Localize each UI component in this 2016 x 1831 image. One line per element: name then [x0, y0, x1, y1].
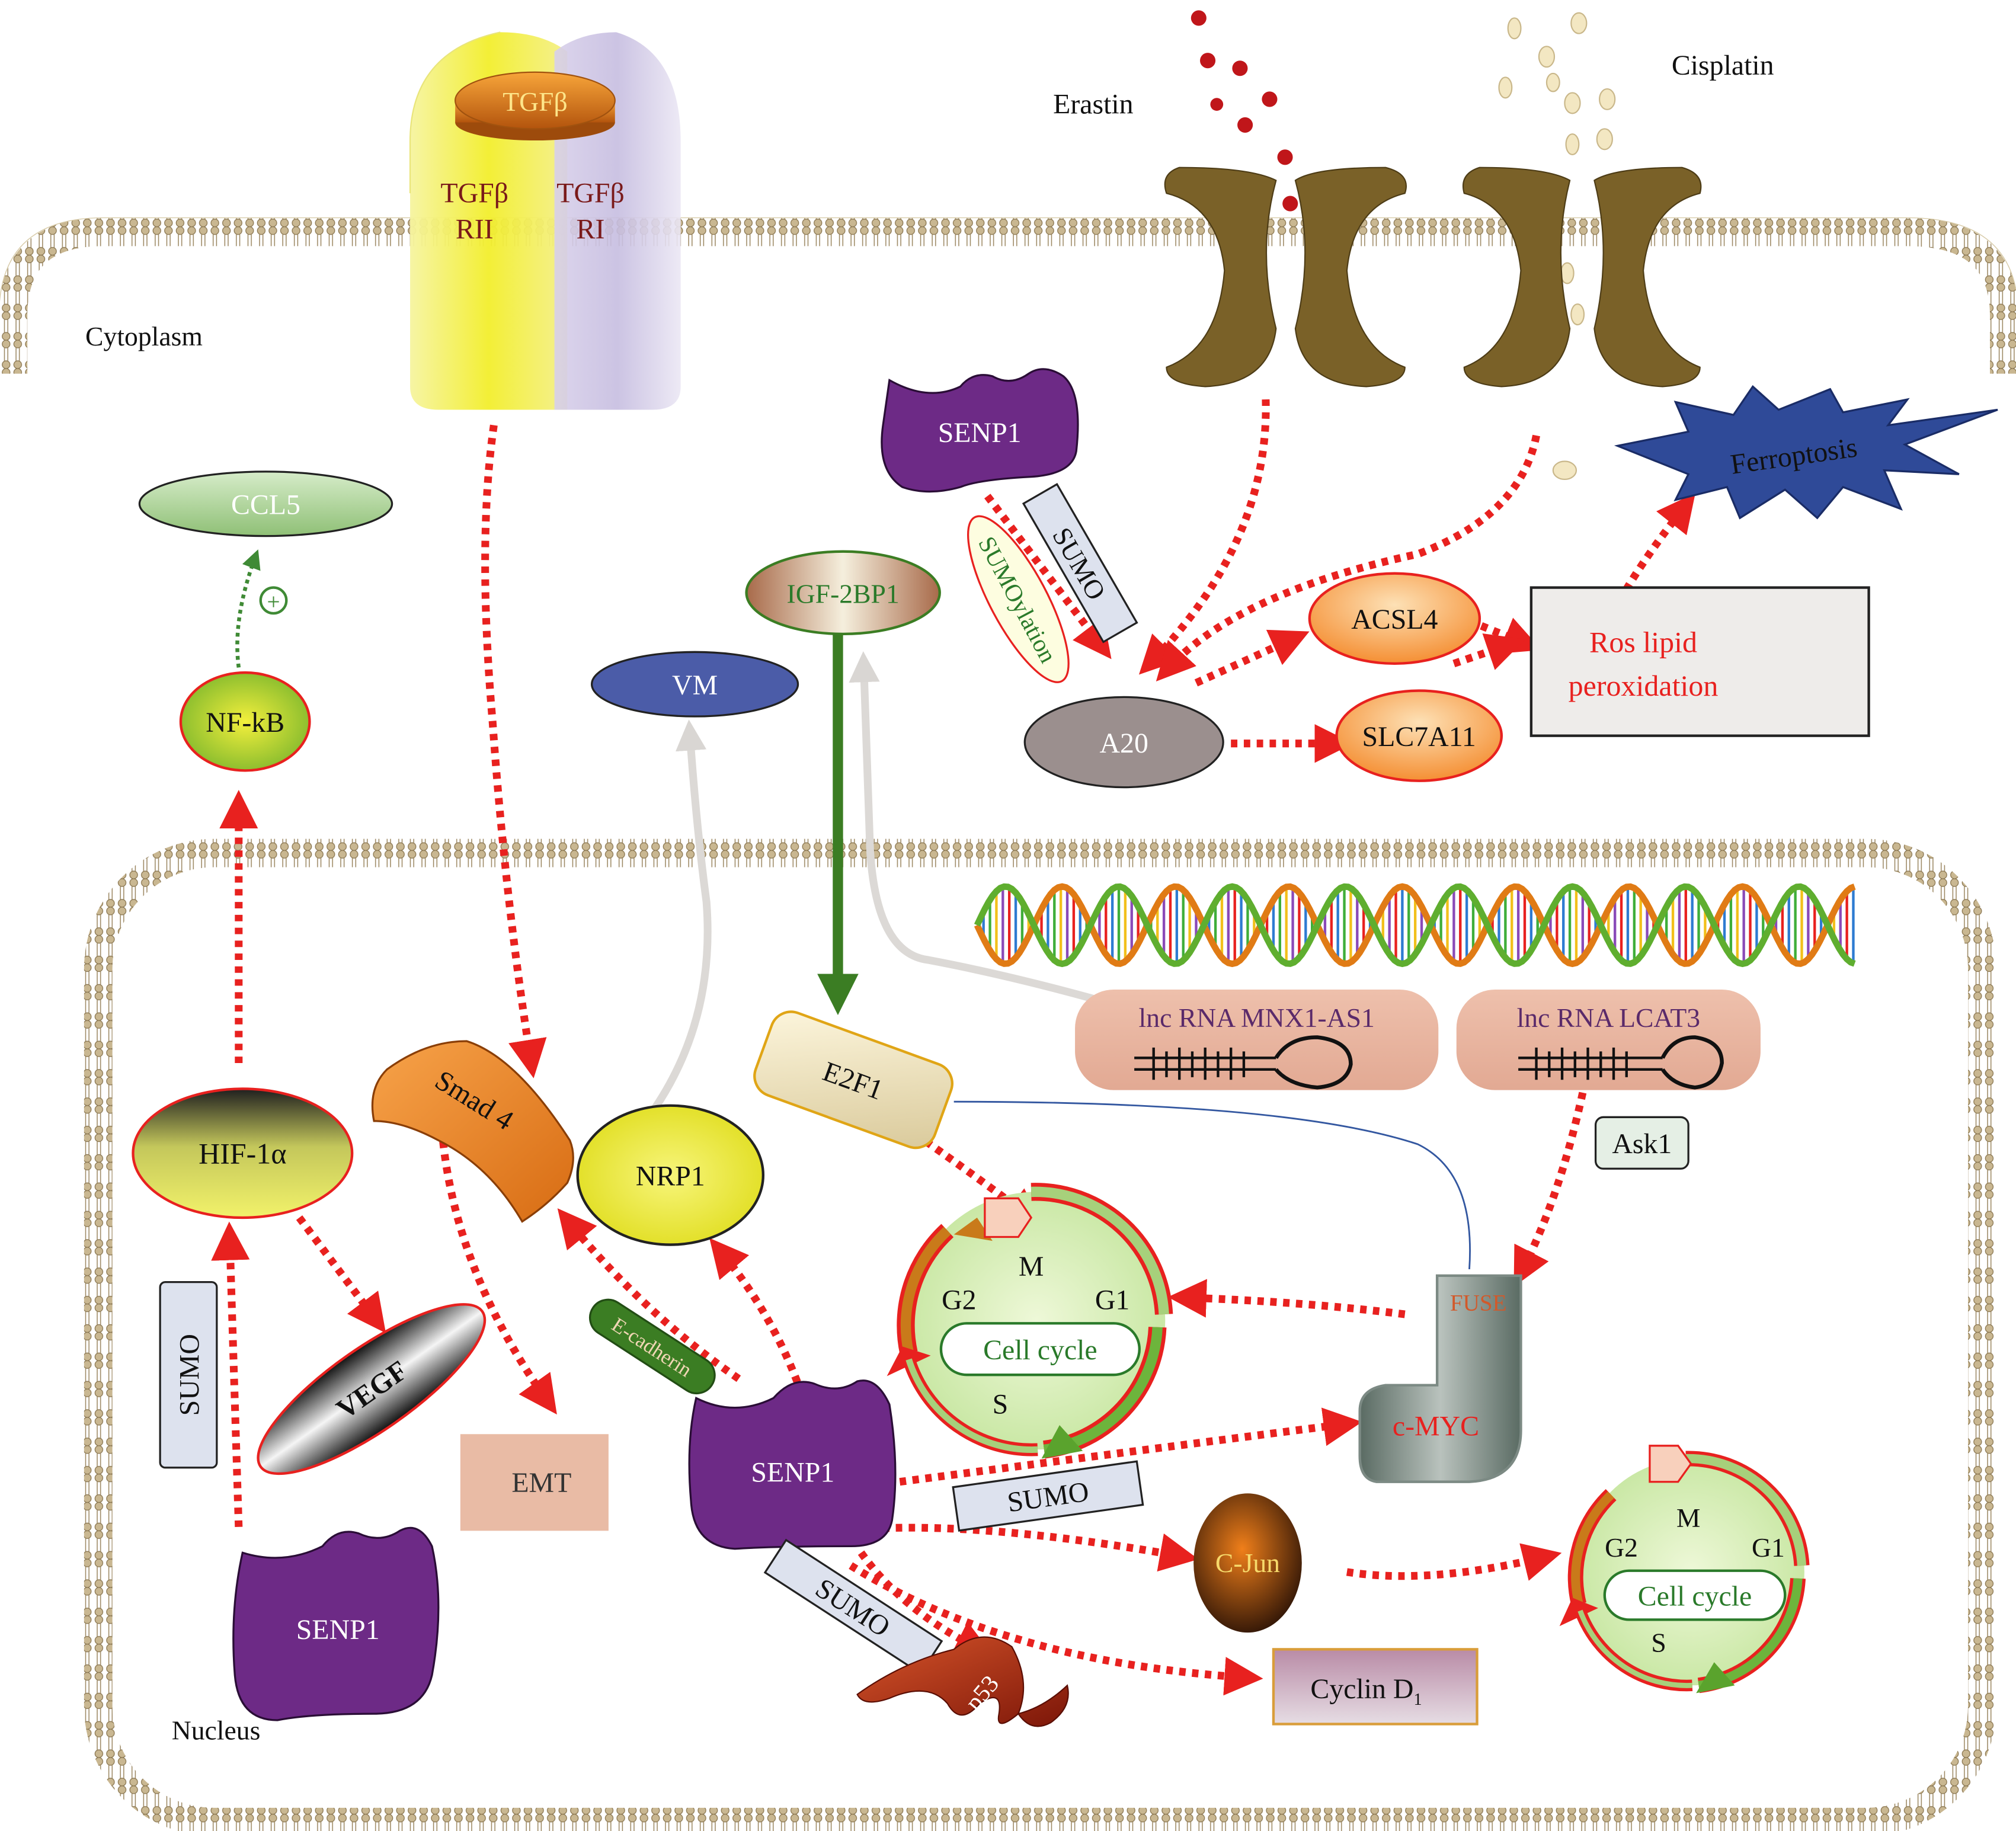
- cc1-g1-label: G1: [1095, 1284, 1129, 1315]
- cc2-m-label: M: [1676, 1503, 1701, 1533]
- hif1a-label: HIF-1α: [199, 1137, 286, 1170]
- hif1a-node: HIF-1α: [132, 1087, 354, 1219]
- erastin-dots: [1191, 10, 1298, 212]
- fuse-label: FUSE: [1450, 1290, 1507, 1315]
- senp1-top: SENP1: [881, 368, 1079, 493]
- cc2-label: Cell cycle: [1638, 1580, 1752, 1612]
- emt-label: EMT: [511, 1467, 571, 1499]
- cell-membrane-outline-outer: [0, 217, 2016, 303]
- senp1-center: SENP1: [688, 1379, 897, 1550]
- ask1-box: Ask1: [1594, 1116, 1689, 1170]
- cell-cycle-1: M G2 G1 Cell cycle S: [887, 1183, 1173, 1459]
- emt-box: EMT: [460, 1434, 609, 1531]
- cc1-s-label: S: [993, 1388, 1009, 1420]
- acsl4-node: ACSL4: [1308, 572, 1481, 665]
- nfkb-node: NF-kB: [179, 671, 311, 772]
- red-arrows: [211, 399, 1695, 1696]
- ros-label-1: Ros lipid: [1589, 625, 1697, 658]
- tgfbri-label-2: RI: [577, 213, 605, 245]
- a20-label: A20: [1100, 728, 1148, 759]
- lnc-mnx1-as1: lnc RNA MNX1-AS1: [1075, 990, 1439, 1090]
- nrp1-node: NRP1: [576, 1104, 765, 1246]
- sumoylation-tag: SUMOylation: [967, 515, 1070, 683]
- igf2bp1-node: IGF-2BP1: [745, 550, 941, 636]
- tgfbrii-label-1: TGFβ: [440, 177, 508, 209]
- cc1-m-label: M: [1019, 1251, 1044, 1282]
- ros-box: Ros lipid peroxidation: [1529, 586, 1870, 737]
- nucleus-label: Nucleus: [172, 1715, 261, 1746]
- vm-node: VM: [590, 651, 799, 718]
- fuse-cmyc-node: FUSE c-MYC: [1358, 1274, 1522, 1483]
- ccl5-node: CCL5: [138, 470, 393, 537]
- cell-membrane: [0, 217, 2016, 374]
- cyclin-main-text: Cyclin D: [1310, 1673, 1413, 1705]
- dna-strand-2: [974, 883, 1856, 968]
- acsl4-label: ACSL4: [1351, 604, 1438, 635]
- cc2-g2-label: G2: [1605, 1532, 1638, 1563]
- sumo-left-tag: SUMO: [159, 1281, 218, 1469]
- ecadherin-tag: E-cadherin: [588, 1298, 716, 1395]
- tgfb-ligand-label: TGFβ: [503, 87, 567, 117]
- lnc2-label: lnc RNA LCAT3: [1517, 1003, 1700, 1033]
- cc1-g2-label: G2: [942, 1284, 976, 1315]
- vm-label: VM: [672, 670, 718, 701]
- cyclin-label: Cyclin D1: [1310, 1673, 1422, 1709]
- erastin-label: Erastin: [1053, 88, 1134, 120]
- a20-node: A20: [1023, 696, 1224, 789]
- cc2-g1-label: G1: [1752, 1532, 1785, 1563]
- cyclin-subscript: 1: [1413, 1691, 1422, 1709]
- gray-arrows: [651, 651, 1161, 1110]
- nuclear-membrane: [84, 838, 1996, 1831]
- slc7a11-label: SLC7A11: [1362, 721, 1476, 753]
- cjun-node: C-Jun: [1193, 1493, 1302, 1633]
- e2f1-fuse-line: [953, 1100, 1471, 1270]
- slc7a11-node: SLC7A11: [1335, 689, 1503, 782]
- cytoplasm-label: Cytoplasm: [85, 321, 203, 351]
- tgfbrii-label-2: RII: [456, 213, 494, 245]
- cc2-s-label: S: [1651, 1628, 1666, 1658]
- cisplatin-label: Cisplatin: [1672, 50, 1774, 81]
- nrp1-label: NRP1: [636, 1161, 705, 1192]
- sumo-p53-tag: SUMO: [763, 1538, 943, 1675]
- ros-label-2: peroxidation: [1569, 669, 1719, 702]
- ferroptosis-burst: Ferroptosis: [1614, 385, 1998, 520]
- sumo-center-tag: SUMO: [952, 1460, 1144, 1532]
- plus-sign: +: [259, 586, 288, 615]
- lnc-lcat3: lnc RNA LCAT3: [1456, 990, 1761, 1090]
- senp1-top-label: SENP1: [938, 417, 1022, 449]
- e2f1-node: E2F1: [753, 1010, 953, 1150]
- cisplatin-particles: [1498, 12, 1616, 481]
- cisplatin-channel: [1463, 167, 1702, 388]
- cyclin-box: Cyclin D1: [1272, 1648, 1479, 1726]
- nfkb-ccl5-arrow: [235, 549, 261, 668]
- tgfb-receptor: TGFβ TGFβ RII TGFβ RI: [409, 31, 681, 410]
- tgfbri-label-1: TGFβ: [556, 177, 625, 209]
- dna-helix: [974, 883, 1856, 968]
- ask1-label: Ask1: [1612, 1128, 1672, 1160]
- lnc1-label: lnc RNA MNX1-AS1: [1139, 1003, 1375, 1033]
- senp1-left-label: SENP1: [296, 1614, 380, 1646]
- cmyc-label: c-MYC: [1393, 1410, 1479, 1442]
- vegf-node: VEGF: [257, 1303, 487, 1475]
- sumo-left-label: SUMO: [174, 1334, 205, 1416]
- nfkb-label: NF-kB: [206, 707, 284, 738]
- dna-strand-1: [974, 883, 1856, 968]
- plus-label: +: [267, 590, 280, 615]
- ccl5-label: CCL5: [231, 489, 300, 521]
- erastin-channel: [1164, 167, 1407, 388]
- senp1-left: SENP1: [232, 1526, 440, 1721]
- cjun-label: C-Jun: [1215, 1548, 1280, 1578]
- smad4-node: Smad 4: [371, 1040, 574, 1223]
- senp1-center-label: SENP1: [751, 1457, 834, 1489]
- cc1-label: Cell cycle: [983, 1334, 1097, 1366]
- cell-cycle-2: M G2 G1 Cell cycle S: [1559, 1445, 1810, 1694]
- igf2bp1-label: IGF-2BP1: [787, 579, 900, 609]
